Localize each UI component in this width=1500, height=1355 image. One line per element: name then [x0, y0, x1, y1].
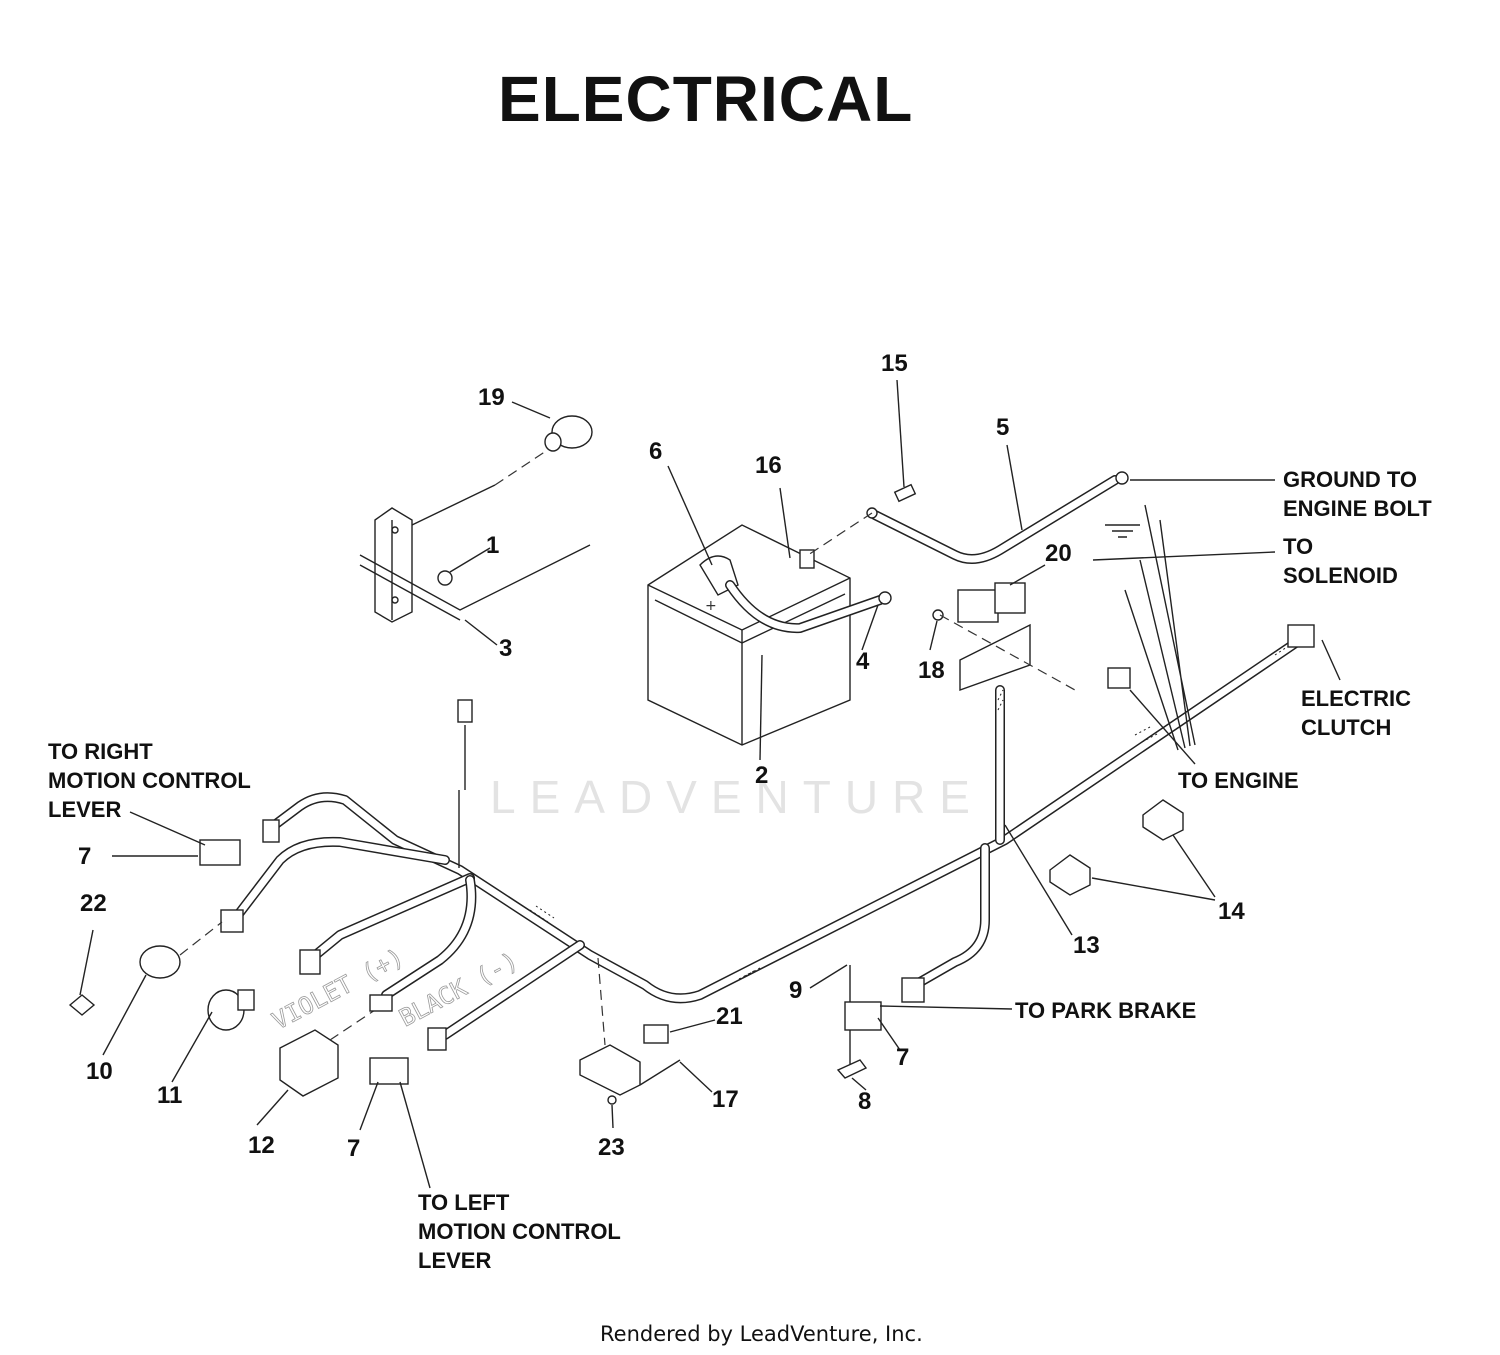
callout-6: 6 — [649, 438, 663, 465]
watermark: LEADVENTURE — [490, 771, 984, 823]
callout-12: 12 — [248, 1132, 275, 1159]
callout-4: 4 — [856, 648, 870, 675]
callout-16: 16 — [755, 452, 782, 479]
callout-23: 23 — [598, 1134, 625, 1161]
callout-17: 17 — [712, 1086, 739, 1113]
relay-assembly — [932, 582, 1076, 691]
main-harness — [233, 504, 1305, 1040]
callout-22: 22 — [80, 890, 107, 917]
callout-7-left: 7 — [347, 1135, 361, 1162]
callout-15: 15 — [881, 350, 908, 377]
connectors — [68, 624, 1315, 1105]
leader-lines — [79, 379, 1341, 1189]
callout-1: 1 — [486, 532, 500, 559]
callout-8: 8 — [858, 1088, 872, 1115]
callout-20: 20 — [1045, 540, 1072, 567]
callout-10: 10 — [86, 1058, 113, 1085]
black-wire-label: BLACK (-) — [395, 947, 523, 1033]
callout-18: 18 — [918, 657, 945, 684]
callout-2: 2 — [755, 762, 769, 789]
battery: + — [647, 524, 892, 746]
page-title: ELECTRICAL — [498, 63, 914, 135]
footer-credit: Rendered by LeadVenture, Inc. — [600, 1322, 923, 1346]
callout-13: 13 — [1073, 932, 1100, 959]
callout-5: 5 — [996, 414, 1010, 441]
note-to-engine: TO ENGINE — [1178, 768, 1299, 793]
note-to-park-brake: TO PARK BRAKE — [1015, 998, 1197, 1023]
callout-11: 11 — [157, 1082, 183, 1109]
callout-7-right: 7 — [78, 843, 92, 870]
callout-19: 19 — [478, 384, 505, 411]
callout-21: 21 — [716, 1003, 743, 1030]
callout-14: 14 — [1218, 898, 1245, 925]
svg-text:+: + — [705, 598, 717, 614]
mounting-bracket — [359, 415, 593, 623]
callout-3: 3 — [499, 635, 513, 662]
callout-9: 9 — [789, 977, 803, 1004]
callout-7-park: 7 — [896, 1044, 910, 1071]
ground-cable — [807, 471, 1140, 564]
